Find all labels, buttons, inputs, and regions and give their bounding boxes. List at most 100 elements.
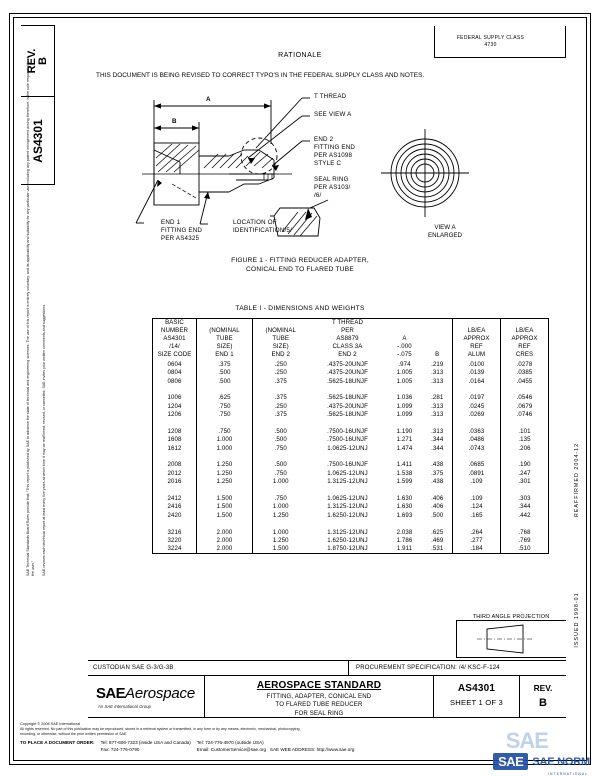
table-cell: .625 — [422, 528, 453, 537]
table-cell: .0679 — [500, 402, 549, 411]
table-cell: .375 — [196, 360, 253, 369]
table-cell: 1612 — [152, 444, 197, 453]
spacer-cell — [452, 452, 501, 462]
table-cell: 0806 — [152, 377, 197, 386]
table-cell: 1.3125-12UNJ — [327, 478, 368, 486]
table-cell: 3220 — [152, 536, 197, 546]
table-cell: 1.474 — [396, 444, 413, 452]
footer-order-table: TO PLACE A DOCUMENT ORDER: Tel: 877-606-… — [20, 740, 360, 753]
spacer-cell — [253, 486, 309, 494]
fsc-divider — [434, 57, 566, 58]
table-cell: 1.3125-12UNJ — [327, 528, 368, 536]
spacer-cell — [309, 486, 387, 494]
spacer-cell — [152, 486, 197, 495]
page-border-inner — [13, 17, 587, 761]
spacer-cell — [309, 386, 387, 394]
table-cell: .165 — [452, 511, 501, 520]
footer-fax: Fax: 724-776-0790 — [100, 747, 140, 752]
spacer-cell — [253, 386, 309, 394]
table-row-spacer — [152, 452, 549, 462]
table-cell: 1.0625-12UNJ — [327, 469, 368, 477]
spacer-cell — [422, 419, 453, 428]
table-cell: .0139 — [452, 368, 501, 378]
table-cell: .101 — [500, 427, 549, 436]
subtitle-line-2: TO FLARED TUBE REDUCER — [275, 701, 363, 709]
spacer-cell — [422, 486, 453, 495]
table-cell: .750 — [274, 469, 287, 477]
seal-ring-label: SEAL RING PER AS103/ /6/ — [314, 176, 351, 199]
spacer-cell — [152, 385, 197, 395]
legal-notice: SAE Technical Standards Board Rules prov… — [26, 56, 66, 576]
table-cell: .500 — [422, 511, 453, 520]
footer-rights-1: All rights reserved. No part of this pub… — [20, 727, 301, 732]
standard-title-cell: AEROSPACE STANDARD FITTING, ADAPTER, CON… — [204, 676, 434, 718]
table-cell: 2416 — [152, 503, 197, 512]
table-cell: 1.500 — [196, 494, 253, 504]
spacer-cell — [452, 486, 501, 495]
table-cell: .0100 — [452, 360, 501, 369]
spacer-cell — [309, 419, 387, 427]
table-cell: 1.0625-12UNJ — [327, 495, 368, 503]
table-cell: .750 — [274, 495, 287, 503]
table-row: 0604.375.250.4375-20UNJF.974.219.0100.02… — [152, 360, 549, 369]
table-cell: .219 — [422, 360, 453, 369]
table-cell: 1.911 — [386, 545, 423, 555]
table-cell: 0604 — [152, 360, 197, 369]
subtitle-line-3: FOR SEAL RING — [294, 709, 344, 717]
table-cell: .750 — [196, 402, 253, 411]
table-cell: 1204 — [152, 402, 197, 411]
subtitle-line-1: FITTING, ADAPTER, CONICAL END — [266, 693, 372, 700]
spacer-cell — [152, 519, 197, 529]
table-cell: .406 — [422, 494, 453, 504]
procurement-spec-text: PROCUREMENT SPECIFICATION: /4/ KSC-F-124 — [356, 665, 500, 671]
end-1-label: END 1 FITTING END PER AS4325 — [161, 219, 203, 242]
table-cell: 1.005 — [396, 369, 413, 377]
third-angle-projection-symbol — [456, 620, 566, 658]
table-cell: .0486 — [452, 435, 501, 445]
table-cell: 2.000 — [196, 545, 253, 555]
table-cell: .303 — [500, 494, 549, 504]
table-cell: 1.500 — [196, 511, 253, 520]
table-cell: 1.250 — [196, 469, 253, 478]
watermark-badge: SAE — [493, 753, 529, 770]
table-cell: .313 — [422, 410, 453, 420]
dimensions-table: BASIC NUMBER AS4301 /14/ SIZE CODE (NOMI… — [152, 318, 549, 555]
table-cell: .469 — [422, 536, 453, 546]
projection-symbol-svg — [477, 624, 533, 654]
table-cell: 1.190 — [396, 427, 413, 435]
footer-rights-2: recording, or otherwise, without the pri… — [20, 732, 128, 737]
spacer-cell — [196, 519, 253, 529]
end-2-label: END 2 FITTING END PER AS1098 STYLE C — [314, 136, 356, 167]
table-head: BASIC NUMBER AS4301 /14/ SIZE CODE (NOMI… — [152, 318, 549, 361]
table-cell: .0269 — [452, 410, 501, 420]
table-cell: .247 — [500, 469, 549, 478]
spacer-cell — [500, 486, 549, 495]
spacer-cell — [500, 452, 549, 462]
footer-order-row-1: TO PLACE A DOCUMENT ORDER: Tel: 877-606-… — [20, 740, 360, 747]
table-cell: 1.005 — [396, 377, 413, 385]
table-cell: .0245 — [452, 402, 501, 411]
table-cell: 1.000 — [272, 478, 289, 486]
table-cell: .438 — [422, 461, 453, 470]
spacer-cell — [452, 519, 501, 529]
rationale-title: RATIONALE — [278, 52, 322, 59]
spacer-cell — [387, 453, 423, 461]
spacer-cell — [387, 486, 423, 494]
th-dim-b: B — [422, 318, 453, 361]
t-thread-label: T THREAD — [314, 93, 347, 100]
table-cell: 1.000 — [272, 528, 289, 536]
table-cell: 1.271 — [396, 436, 413, 444]
th-lbea-cres: LB/EA APPROX REF CRES — [500, 318, 549, 361]
table-cell: .0891 — [452, 469, 501, 478]
spacer-cell — [309, 520, 387, 528]
title-block-rev-label: REV. — [533, 683, 553, 693]
